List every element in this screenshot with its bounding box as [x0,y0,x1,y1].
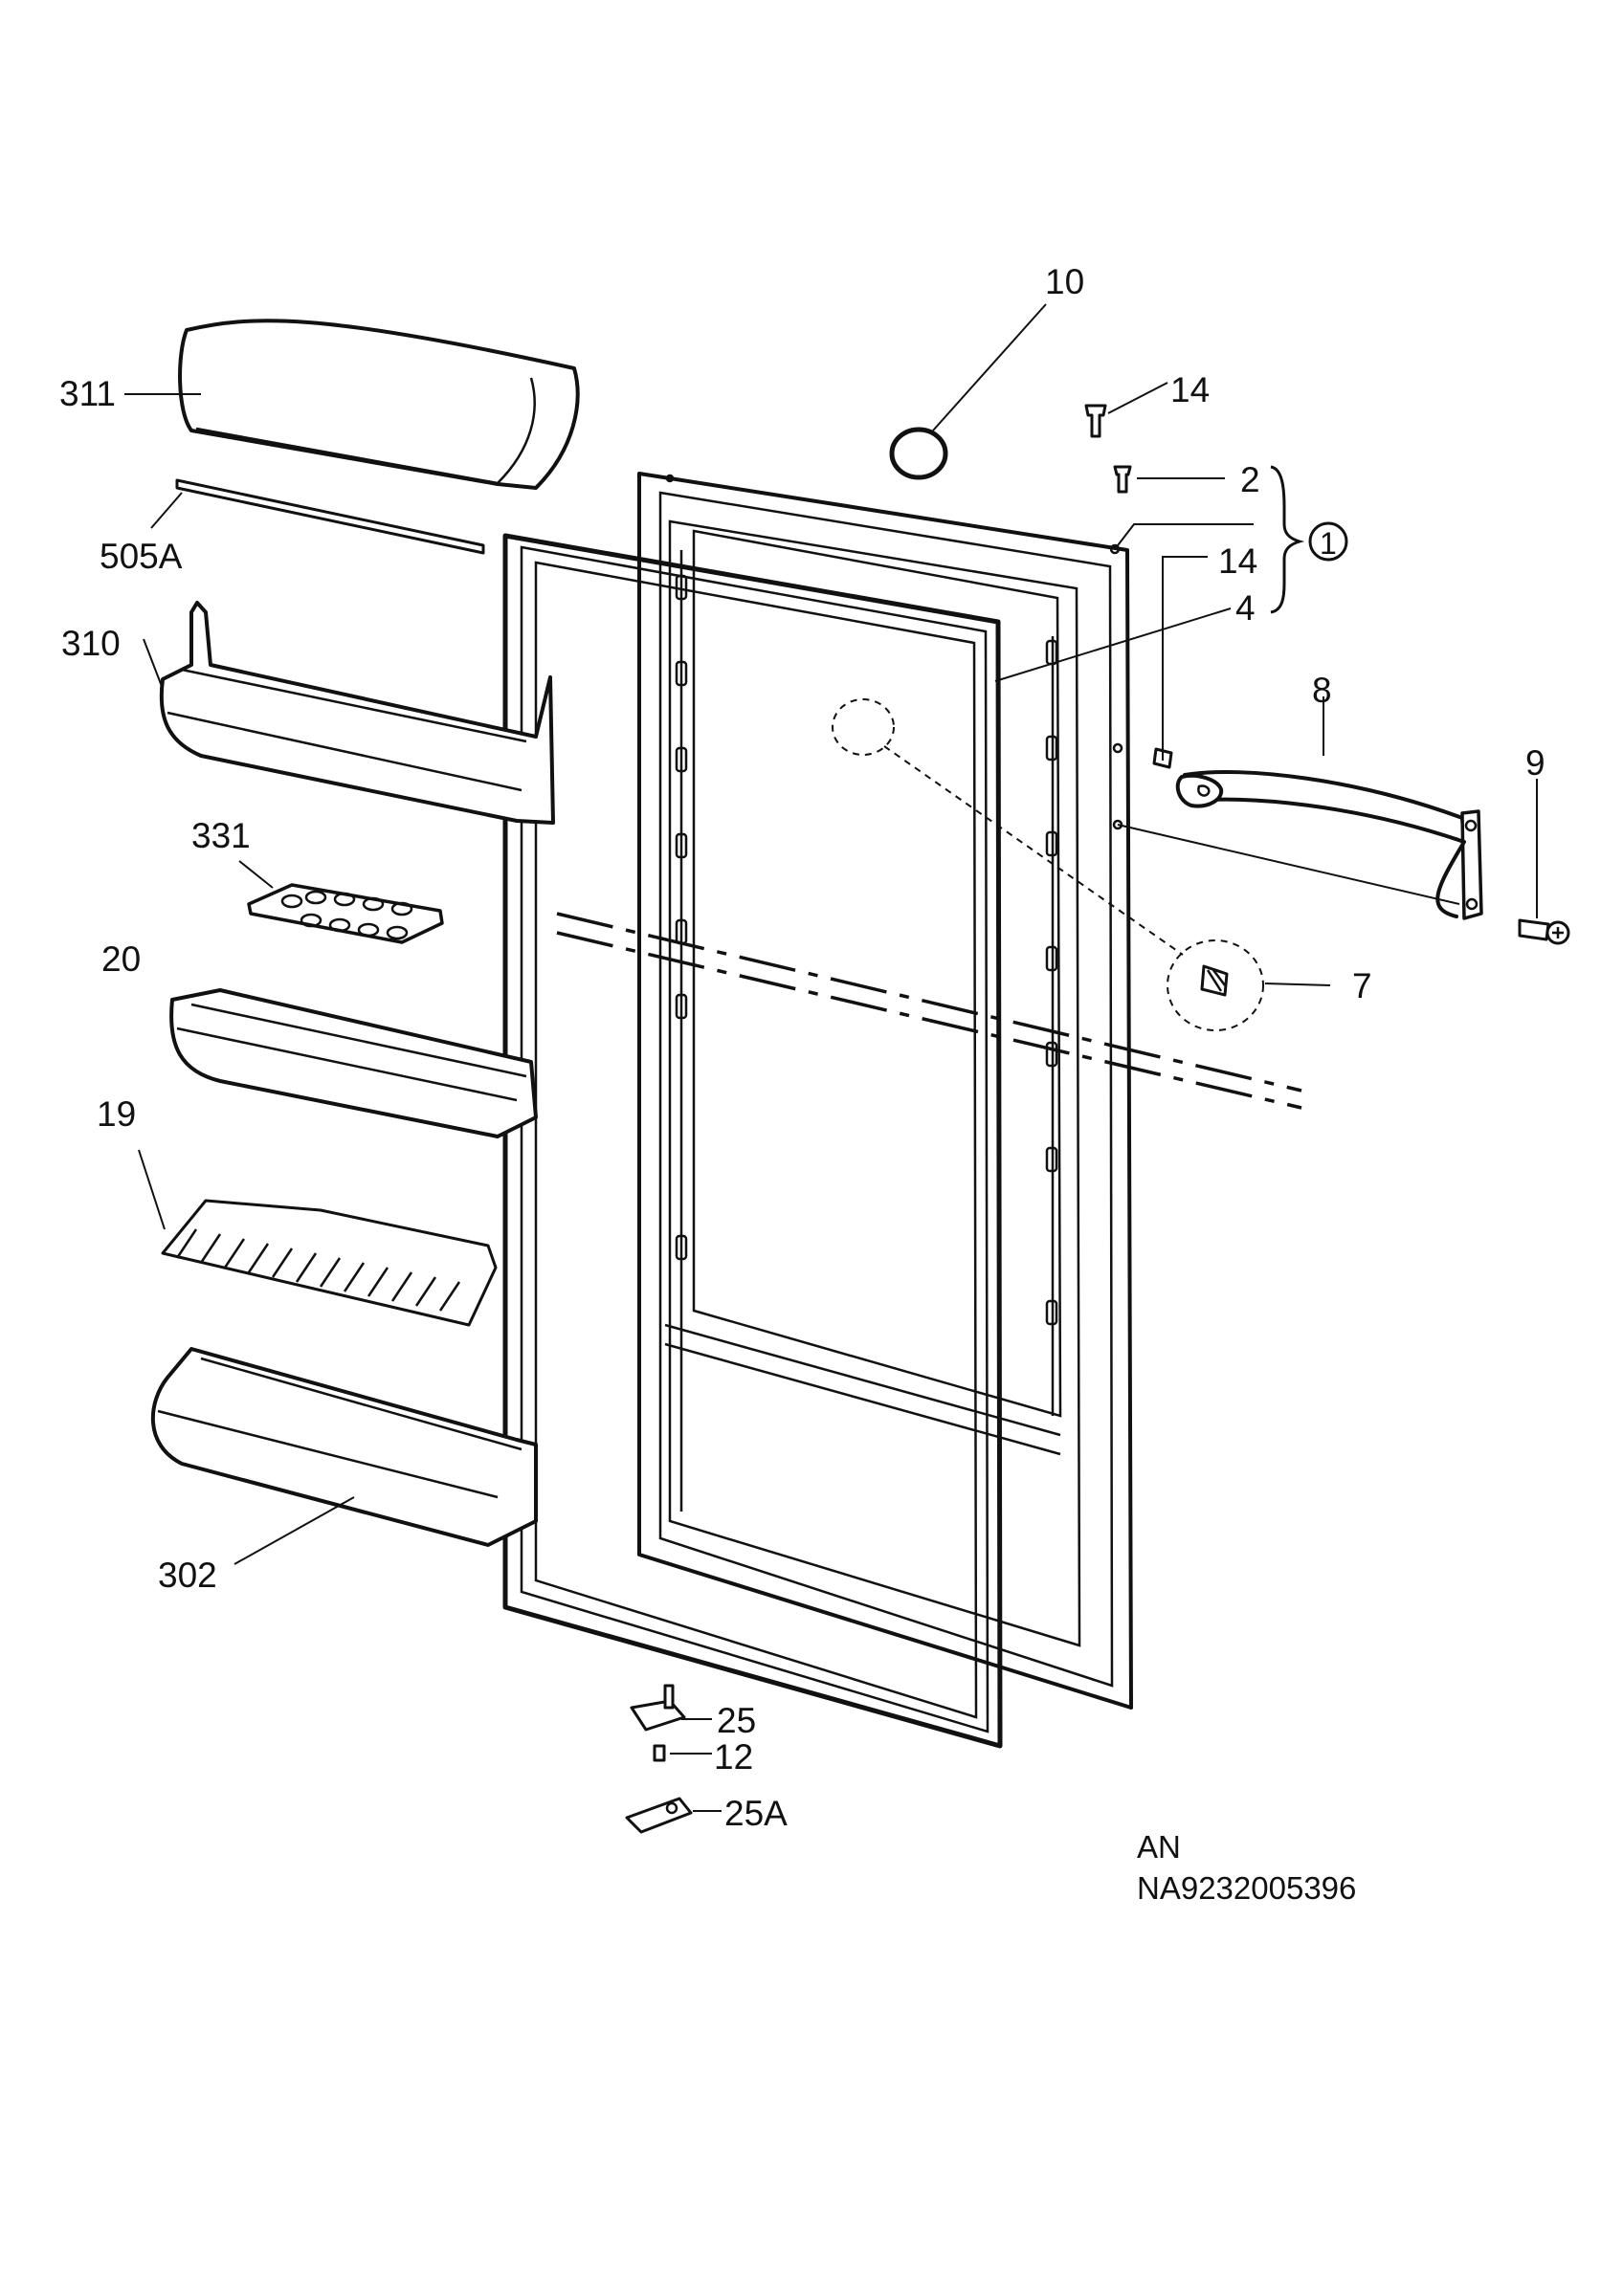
door-outer-panel [637,472,1133,1710]
label-2: 2 [1240,460,1260,499]
label-20: 20 [101,939,141,979]
detail-callout [832,698,1264,1031]
group-bracket [1270,465,1348,614]
shelf-302 [150,1347,538,1547]
label-310: 310 [61,624,121,663]
hinge-axis-line [556,912,1302,1093]
shelf-310 [159,601,555,825]
footer-code-line2: NA9232005396 [1137,1870,1356,1906]
screw-part-12 [653,1744,666,1762]
label-9: 9 [1525,743,1545,783]
label-302: 302 [158,1556,217,1595]
door-handle [1175,770,1483,920]
label-14-top: 14 [1170,370,1210,409]
label-8: 8 [1312,671,1332,710]
label-19: 19 [97,1094,136,1134]
hinge-part-25 [630,1684,686,1732]
hinge-axis-line-2 [556,931,1302,1110]
door-gasket [502,533,1003,1749]
strip-505a [175,478,485,555]
label-331: 331 [191,816,251,855]
label-311: 311 [59,374,116,413]
label-7: 7 [1352,966,1372,1005]
shelf-cover-311 [178,319,580,490]
label-12: 12 [714,1737,753,1777]
cap-part [889,427,948,480]
label-25: 25 [717,1701,756,1740]
shelf-20 [169,988,538,1138]
label-4: 4 [1235,588,1256,628]
label-505a: 505A [100,537,183,576]
label-1: 1 [1320,526,1337,561]
footer-code-line1: AN [1137,1829,1181,1865]
label-14-side: 14 [1218,541,1257,581]
screw-part [1518,918,1570,945]
label-25a: 25A [724,1794,788,1833]
egg-tray-331 [247,883,444,944]
hinge-plate-25a [625,1797,693,1834]
label-10: 10 [1045,262,1084,301]
bottle-divider-19 [161,1199,498,1327]
leader-lines [124,303,1538,1812]
